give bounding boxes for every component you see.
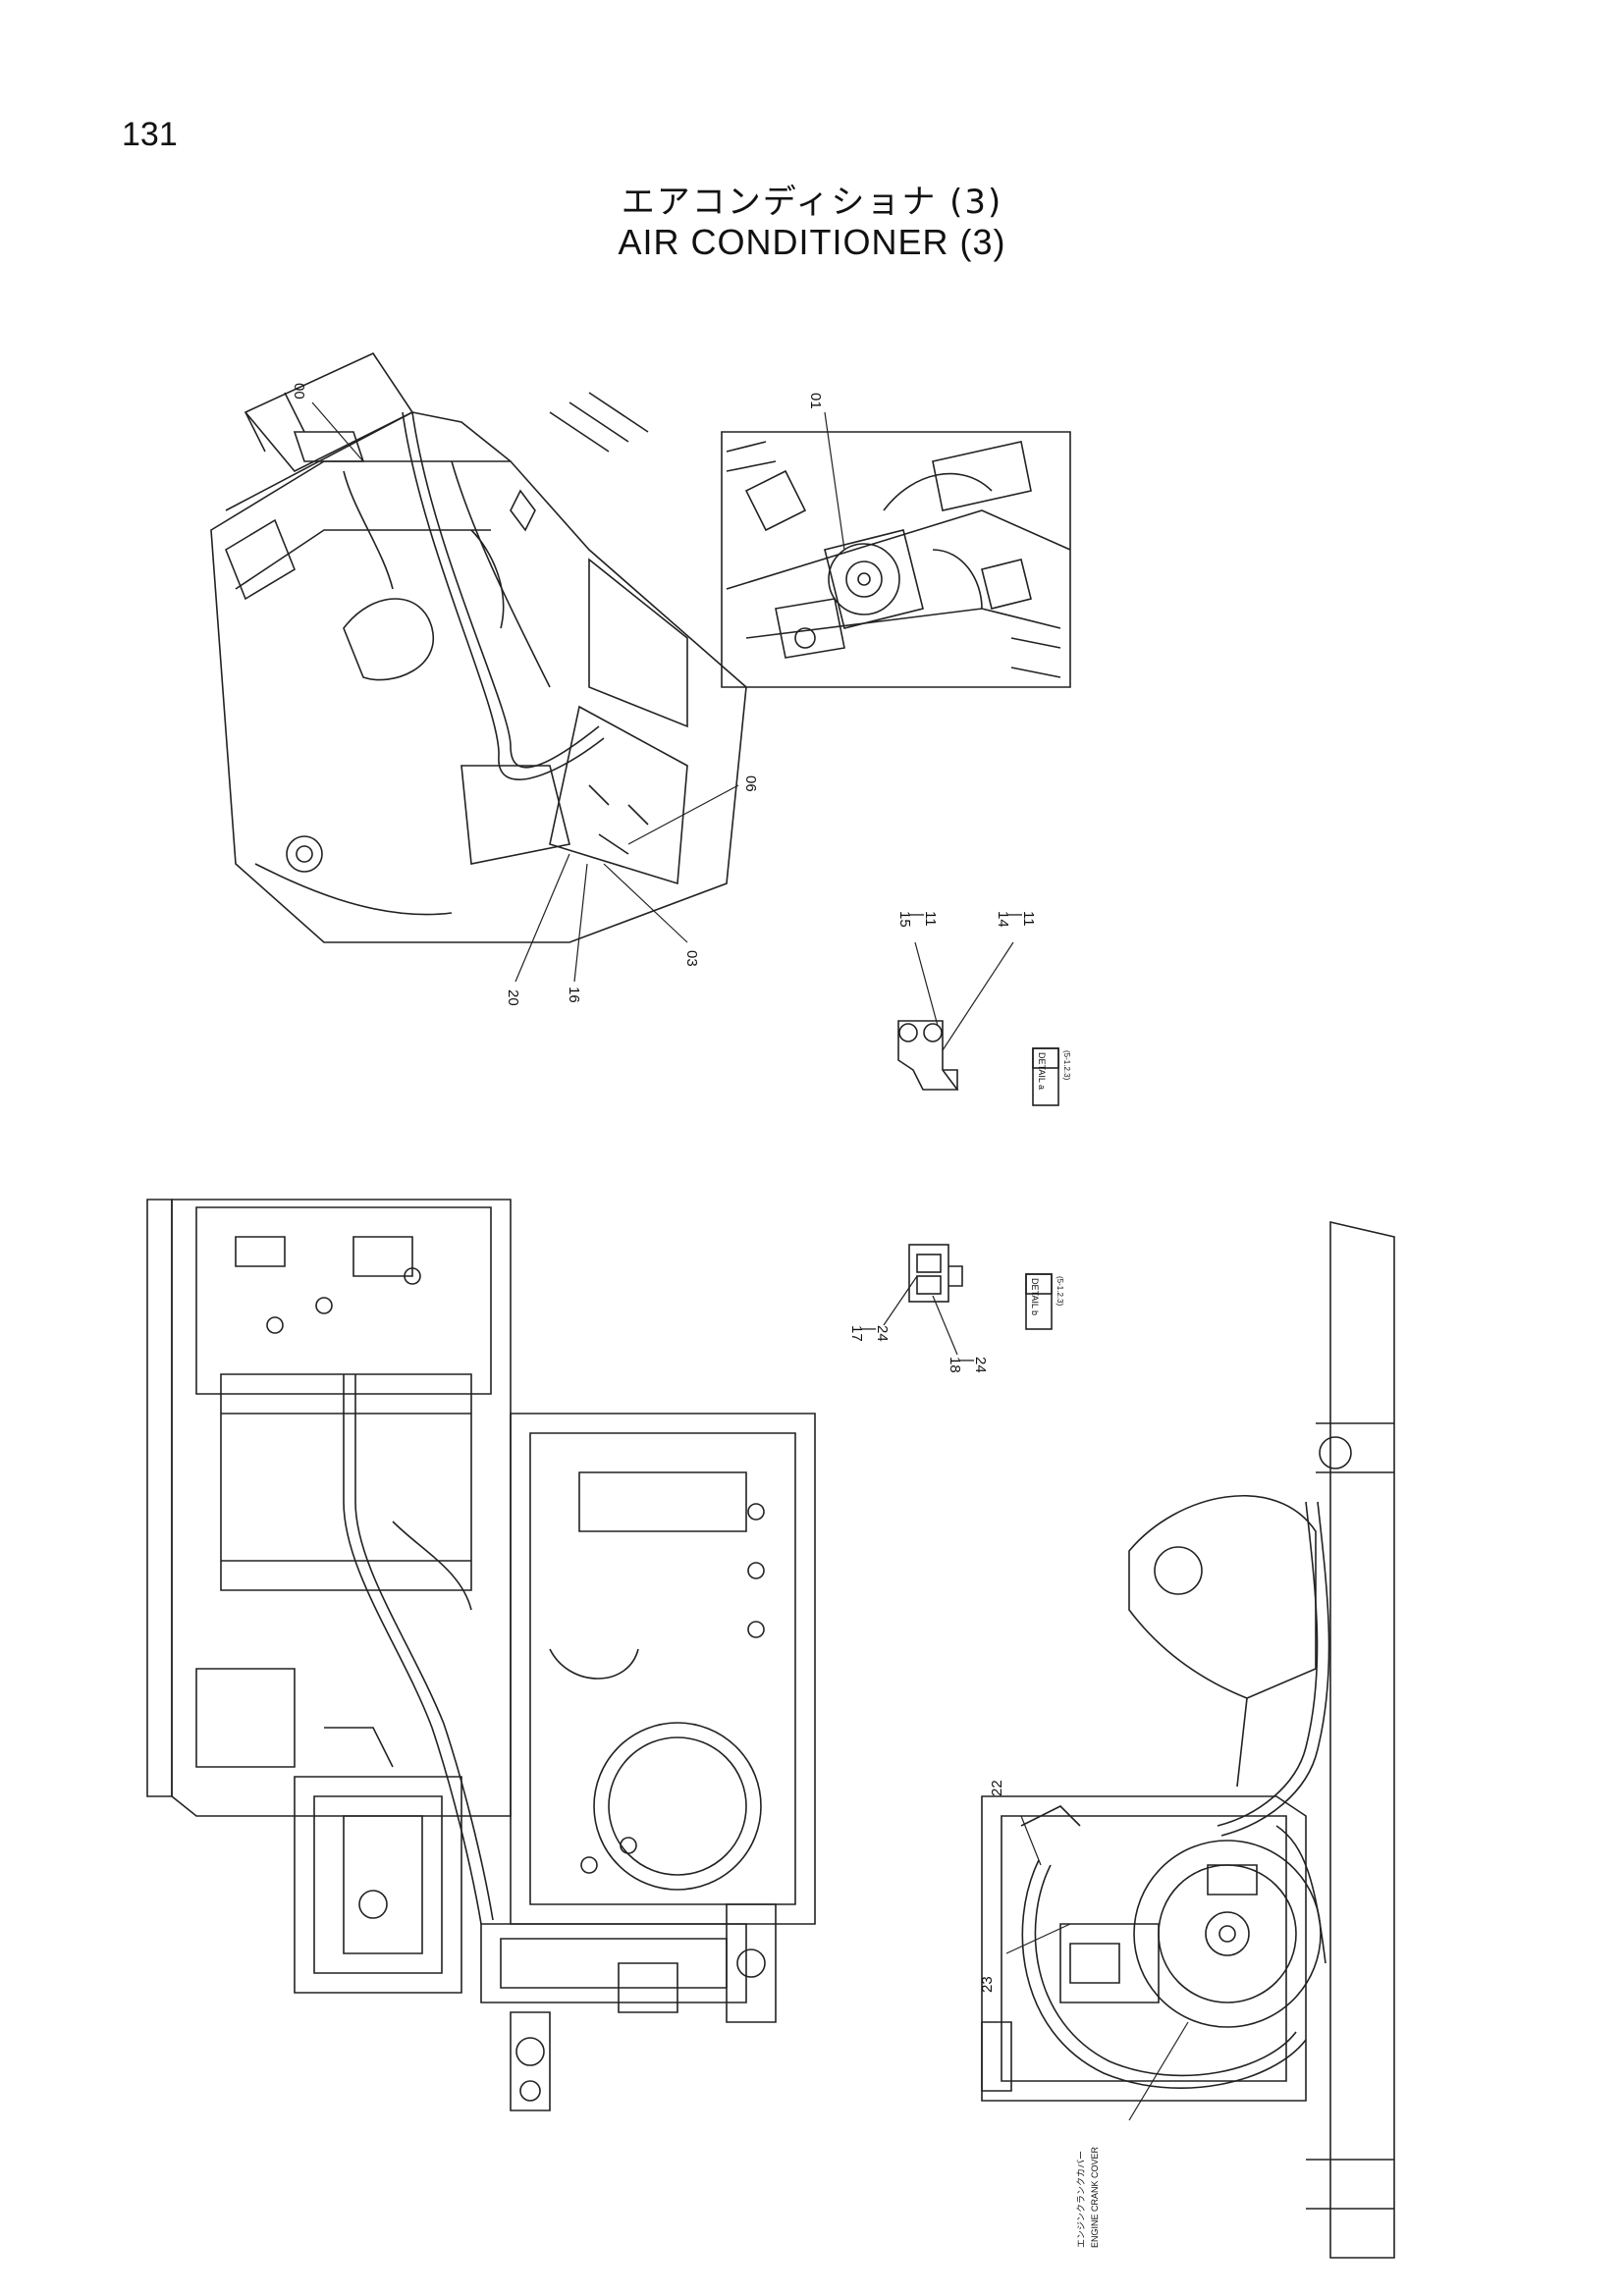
- callout-15-qty: 11: [922, 911, 939, 927]
- callout-15: 15: [896, 911, 913, 928]
- page-title: AIR CONDITIONER (3): [618, 222, 1006, 262]
- callout-20: 20: [505, 989, 521, 1006]
- callout-18-qty: 24: [972, 1357, 989, 1373]
- detail-a-elbow-fitting: [897, 1020, 1059, 1106]
- callout-22: 22: [989, 1780, 1005, 1796]
- callout-17-qty: 24: [874, 1325, 891, 1342]
- page-title-japanese: エアコンディショナ (3): [621, 183, 1003, 222]
- detail-b-connector: [908, 1244, 1053, 1330]
- callout-06: 06: [742, 775, 759, 792]
- upper-structure-top-view: [146, 1199, 816, 2111]
- detail-b-title: DETAIL b: [1030, 1278, 1040, 1315]
- top-left-assembly: [210, 351, 747, 943]
- detail-a-title: DETAIL a: [1037, 1052, 1047, 1090]
- callout-03: 03: [683, 950, 700, 967]
- engine-crank-cover-note-jp: エンジンクランクカバー: [1076, 2151, 1086, 2248]
- callout-16: 16: [566, 987, 582, 1003]
- callout-14-qty: 11: [1020, 911, 1037, 927]
- callout-00: 00: [291, 383, 307, 400]
- callout-labels: 00 01 06 03 16 20 15 | 11 14 | 11 17 | 2…: [291, 383, 1100, 2248]
- leader-lines: [311, 401, 1189, 2121]
- callout-17-dash: |: [861, 1327, 878, 1331]
- detail-a-ref: (5-1.2.3): [1062, 1050, 1071, 1081]
- callout-18: 18: [947, 1357, 963, 1373]
- engine-side-view: [981, 1220, 1395, 2259]
- callout-15-dash: |: [909, 913, 926, 917]
- compressor-detail: [721, 431, 1071, 688]
- callout-18-dash: |: [959, 1359, 976, 1362]
- callout-23: 23: [979, 1976, 996, 1993]
- callout-01: 01: [807, 393, 824, 409]
- engine-crank-cover-note: ENGINE CRANK COVER: [1090, 2146, 1100, 2248]
- callout-14-dash: |: [1007, 913, 1024, 917]
- page-number: 131: [122, 116, 178, 153]
- callout-14: 14: [995, 911, 1011, 928]
- detail-b-ref: (5-1.2.3): [1056, 1276, 1064, 1307]
- callout-17: 17: [848, 1325, 865, 1342]
